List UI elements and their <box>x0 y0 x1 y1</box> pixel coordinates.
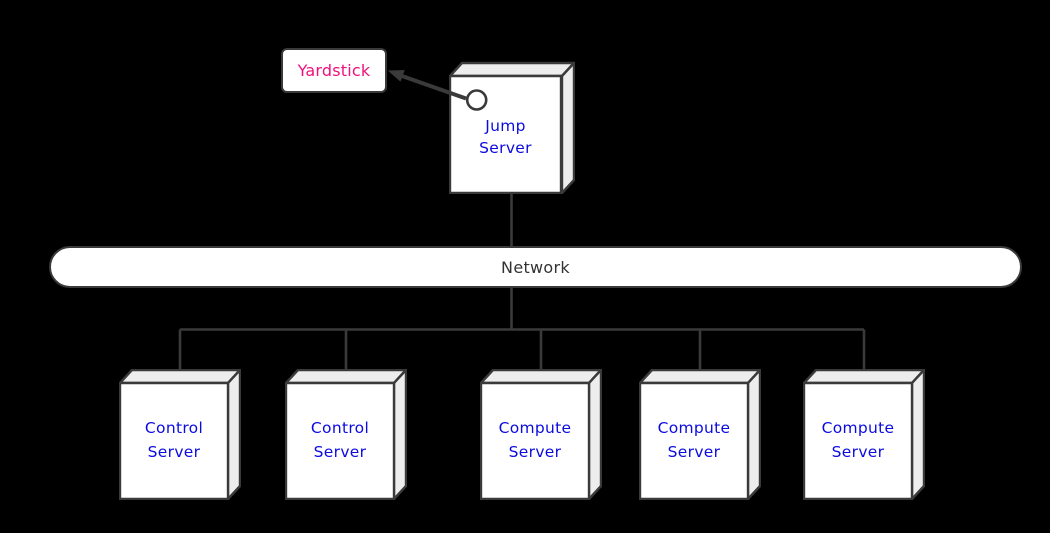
node-top-face <box>284 368 408 385</box>
server-box-icon <box>802 368 926 501</box>
server-label: Compute Server <box>657 419 731 461</box>
jump-server-node: Jump Server <box>448 61 576 195</box>
server-box-icon <box>118 368 242 501</box>
node-top-face <box>479 368 603 385</box>
node-top-face <box>802 368 926 385</box>
node-right-face <box>746 368 762 501</box>
control-server-node: Control Server <box>118 368 242 501</box>
compute-server-node: Compute Server <box>802 368 926 501</box>
node-front-face <box>118 381 230 501</box>
control-server-node: Control Server <box>284 368 408 501</box>
server-box-icon <box>284 368 408 501</box>
node-right-face <box>910 368 926 501</box>
server-box-icon <box>638 368 762 501</box>
node-front-face <box>284 381 396 501</box>
network-node: Network <box>49 246 1022 288</box>
node-top-face <box>448 61 576 78</box>
compute-server-node: Compute Server <box>479 368 603 501</box>
node-front-face <box>479 381 591 501</box>
server-box-icon <box>479 368 603 501</box>
node-front-face <box>802 381 914 501</box>
server-label: Control Server <box>310 419 370 461</box>
node-right-face <box>560 61 576 195</box>
network-label: Network <box>501 257 570 277</box>
node-front-face <box>638 381 750 501</box>
server-label: Compute Server <box>498 419 572 461</box>
node-right-face <box>226 368 242 501</box>
server-label: Compute Server <box>821 419 895 461</box>
node-top-face <box>118 368 242 385</box>
compute-server-node: Compute Server <box>638 368 762 501</box>
yardstick-label: Yardstick <box>297 61 371 80</box>
node-right-face <box>587 368 603 501</box>
jump-server-label: Jump Server <box>479 117 532 157</box>
node-right-face <box>392 368 408 501</box>
server-label: Control Server <box>144 419 204 461</box>
arrowhead-icon <box>387 69 405 82</box>
node-top-face <box>638 368 762 385</box>
yardstick-node: Yardstick <box>281 48 387 93</box>
